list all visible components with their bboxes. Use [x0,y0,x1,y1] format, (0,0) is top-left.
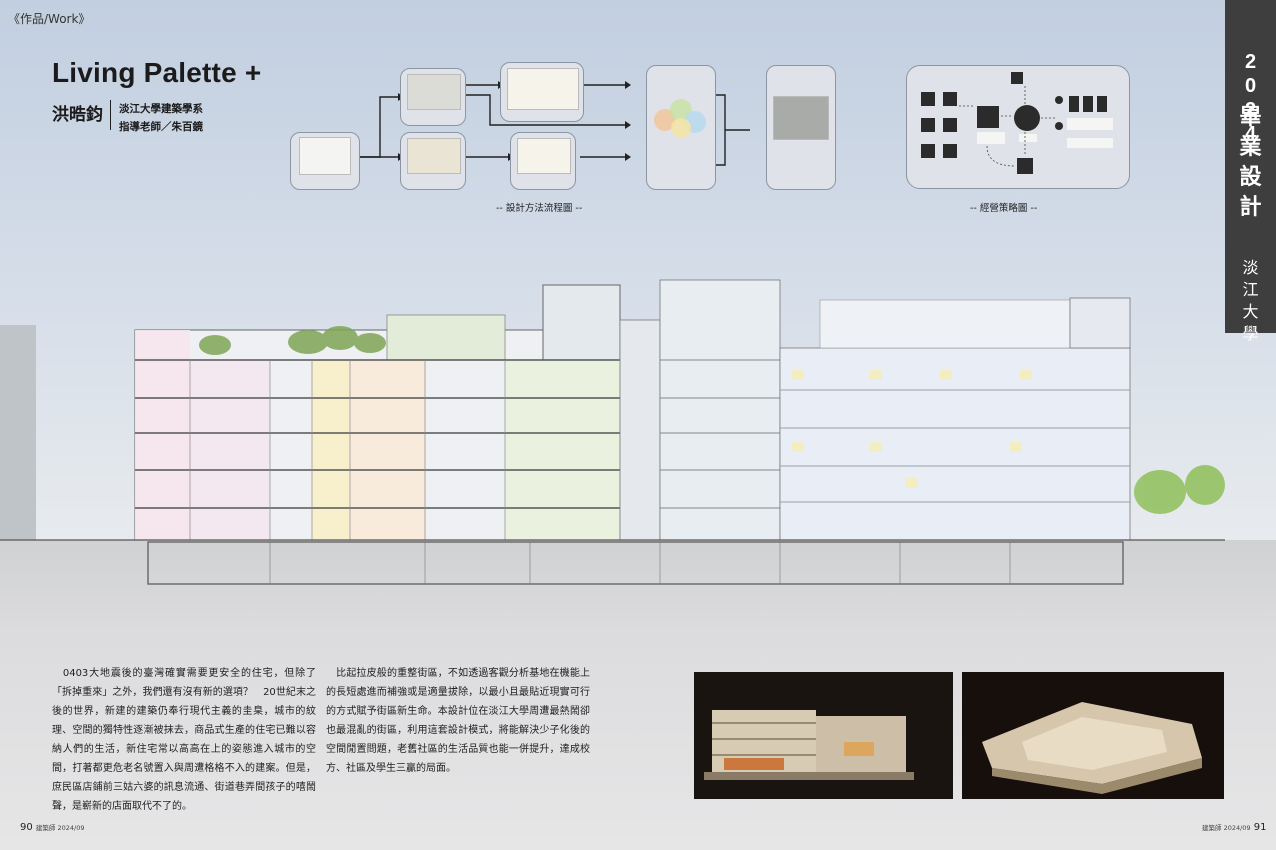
author-divider [110,100,111,130]
flow-box-site-survey [290,132,360,190]
sidebar-title: 畢業設計 [1225,103,1276,223]
middle-core [619,279,781,541]
final-design-thumbnail [773,96,829,140]
school-name: 淡江大學建築學系 [119,103,203,115]
program-cluster-graphic [654,99,706,138]
flow-arrows [355,81,750,166]
sidebar-band: 2024 畢業設計 淡江大學 [1225,0,1276,343]
left-magazine-name: 建築師 2024/09 [35,824,85,832]
strategy-graphic [921,72,1113,174]
flow-box-final-design [766,65,836,190]
model-photo-1 [694,672,953,799]
sidebar-year-text: 2024 [1244,51,1257,145]
building-section-drawing [0,279,1225,585]
project-title: Living Palette + [52,57,262,88]
site-survey-thumbnail [299,137,351,175]
left-residential-block [134,284,621,541]
strategy-box [906,65,1130,189]
sidebar-school: 淡江大學 [1225,257,1276,345]
flow-box-program-cluster [646,65,716,190]
function-table-thumbnail [407,138,461,174]
body-column-1: 0403大地震後的臺灣確實需要更安全的住宅，但除了「拆掉重來」之外，我們還有沒有… [52,668,316,812]
right-block [779,297,1131,541]
footer-right: 建築師 2024/09 91 [1202,822,1267,833]
sidebar-title-text: 畢業設計 [1239,105,1262,220]
footer-left: 90 建築師 2024/09 [20,822,85,833]
sidebar-school-text: 淡江大學 [1242,258,1259,343]
adjacent-building [0,325,36,540]
advisor-name: 指導老師／朱百鏡 [119,121,203,133]
sidebar-year: 2024 [1225,50,1276,146]
flow-box-community-analysis [400,68,466,126]
mix-program-thumbnail [517,138,571,174]
basement-parking [147,541,1124,585]
flow-diagram-caption: -- 設計方法流程圖 -- [496,203,583,214]
left-page-number: 90 [20,822,33,833]
body-column-2: 比起拉皮般的重整街區，不如透過客觀分析基地在機能上的長短處進而補強或是適量拔除，… [326,668,590,774]
site-plan-thumbnail [407,74,461,110]
flow-box-mix-program [510,132,576,190]
section-tag: 《作品/Work》 [8,12,91,26]
right-page-number: 91 [1253,822,1267,833]
flow-box-program-icons [500,62,584,122]
author-name: 洪晧鈞 [52,105,103,125]
right-magazine-name: 建築師 2024/09 [1202,824,1251,832]
flow-box-function-list [400,132,466,190]
program-icons-thumbnail [507,68,579,110]
street-trees [1134,465,1225,514]
model-photo-2 [962,672,1224,799]
strategy-diagram-caption: -- 經營策略圖 -- [970,203,1038,214]
